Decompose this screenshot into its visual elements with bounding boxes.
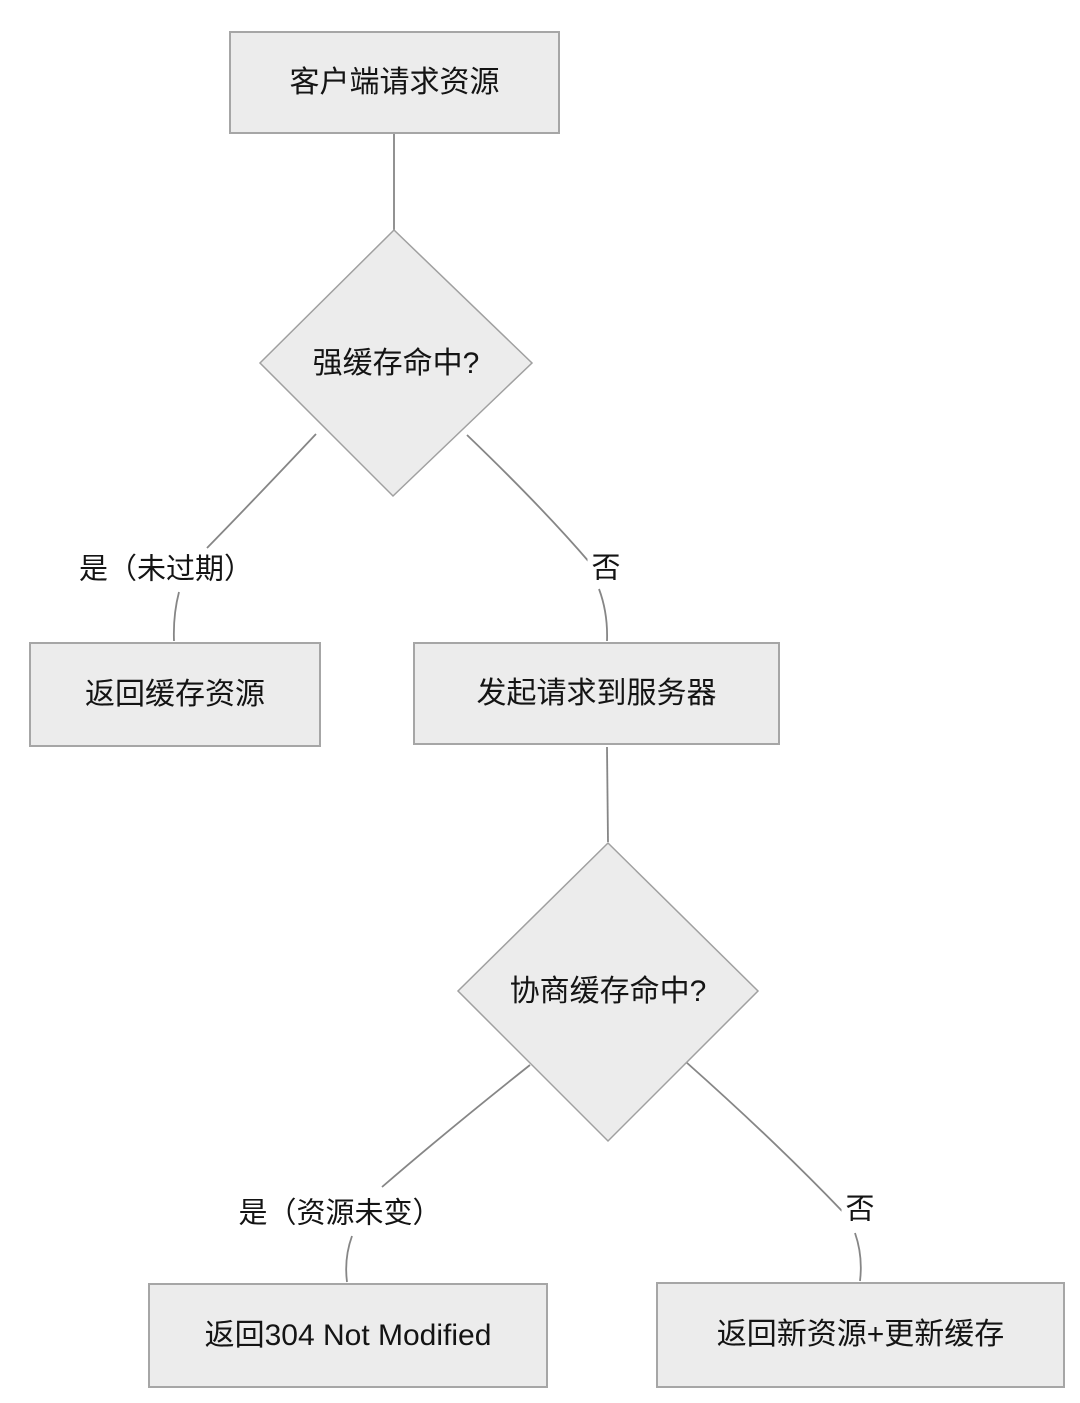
edge-negotiated-to-yeslabel: [381, 1064, 531, 1188]
edge-yeslabel-to-returncached: [172, 591, 180, 642]
node-client-request: 客户端请求资源: [229, 31, 560, 134]
edge-label-yes-resource-unchanged: 是（资源未变）: [234, 1195, 446, 1233]
edge-nolabel-to-requestserver: [598, 588, 608, 642]
edge-label-no-strong-cache: 否: [587, 550, 625, 588]
decision-negotiated-cache-label: 协商缓存命中?: [509, 975, 707, 1008]
edge-label-no-negotiated-cache: 否: [841, 1191, 879, 1229]
decision-negotiated-cache-diamond: [456, 841, 760, 1143]
node-return-new-resource: 返回新资源+更新缓存: [656, 1282, 1065, 1388]
edge-yeslabel-to-return304: [345, 1235, 353, 1283]
node-return-cached: 返回缓存资源: [29, 642, 321, 747]
edge-requestserver-to-negotiated: [606, 746, 609, 843]
decision-strong-cache-label: 强缓存命中?: [312, 347, 480, 380]
edge-strongcache-to-nolabel: [466, 434, 591, 564]
decision-strong-cache-diamond: [258, 228, 534, 498]
node-request-server: 发起请求到服务器: [413, 642, 780, 745]
edge-label-yes-not-expired: 是（未过期）: [74, 551, 258, 589]
edge-nolabel-to-returnnew: [854, 1232, 862, 1282]
edge-negotiated-to-nolabel: [685, 1061, 844, 1213]
edge-strongcache-to-yeslabel: [206, 433, 317, 549]
node-return-304: 返回304 Not Modified: [148, 1283, 548, 1388]
